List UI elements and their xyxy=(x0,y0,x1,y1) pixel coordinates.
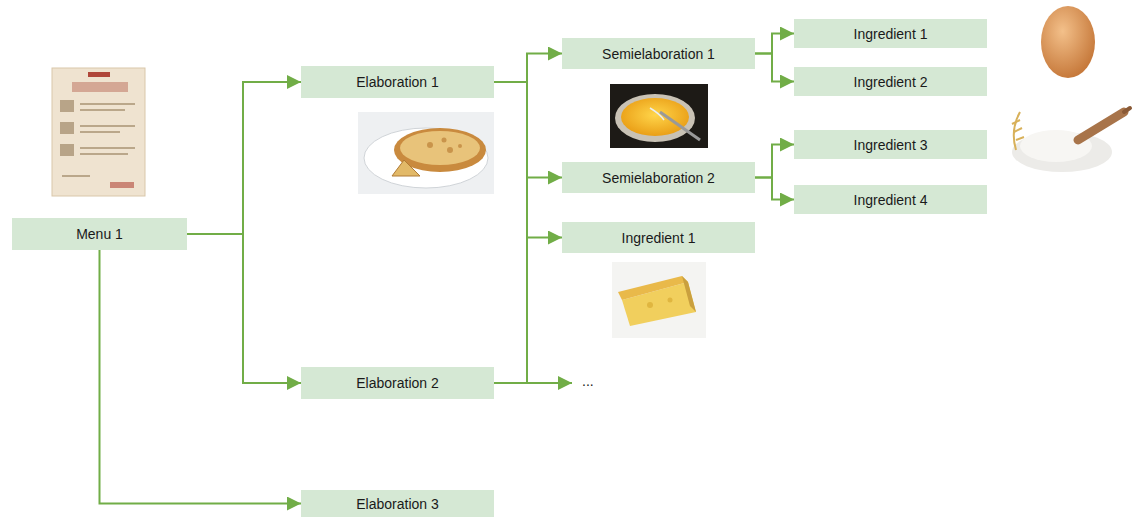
box-label: Ingredient 2 xyxy=(854,74,928,90)
box-label: Semielaboration 2 xyxy=(602,170,715,186)
egg-picture xyxy=(1041,6,1095,78)
process-box: Elaboration 2 xyxy=(301,367,494,399)
process-box: Ingredient 1 xyxy=(794,19,987,48)
process-box: Semielaboration 1 xyxy=(562,38,755,69)
box-label: Ingredient 3 xyxy=(854,137,928,153)
flour-picture xyxy=(1012,108,1130,172)
connector-arrow xyxy=(755,145,794,178)
box-label: Ingredient 1 xyxy=(622,230,696,246)
process-box: Ingredient 3 xyxy=(794,130,987,159)
process-box: Ingredient 2 xyxy=(794,67,987,96)
process-box: Ingredient 4 xyxy=(794,185,987,214)
menu-card-picture xyxy=(52,68,145,196)
trunk-line xyxy=(494,237,572,383)
box-label: Ingredient 1 xyxy=(854,26,928,42)
connector-arrow xyxy=(755,34,794,54)
menu-box: Menu 1 xyxy=(12,218,187,250)
process-box: Elaboration 1 xyxy=(301,66,494,98)
process-box: Ingredient 1 xyxy=(562,222,755,253)
connector-arrow xyxy=(755,178,794,200)
ellipsis-label: ... xyxy=(580,373,596,389)
box-label: Elaboration 1 xyxy=(356,74,439,90)
box-label: Ingredient 4 xyxy=(854,192,928,208)
connector-arrow xyxy=(494,54,562,83)
quiche-picture xyxy=(358,112,494,194)
whisked-eggs-picture xyxy=(610,84,708,148)
box-label: Menu 1 xyxy=(76,226,123,242)
box-label: Elaboration 3 xyxy=(356,496,439,512)
connector-arrow xyxy=(755,54,794,82)
box-label: Semielaboration 1 xyxy=(602,46,715,62)
box-label: Elaboration 2 xyxy=(356,375,439,391)
process-box: Semielaboration 2 xyxy=(562,162,755,193)
connector-arrow xyxy=(187,82,301,234)
process-box: Elaboration 3 xyxy=(301,490,494,517)
connector-arrow xyxy=(494,82,562,238)
cheese-picture xyxy=(612,262,706,338)
connector-arrow xyxy=(187,234,301,383)
connector-arrow xyxy=(100,250,302,504)
